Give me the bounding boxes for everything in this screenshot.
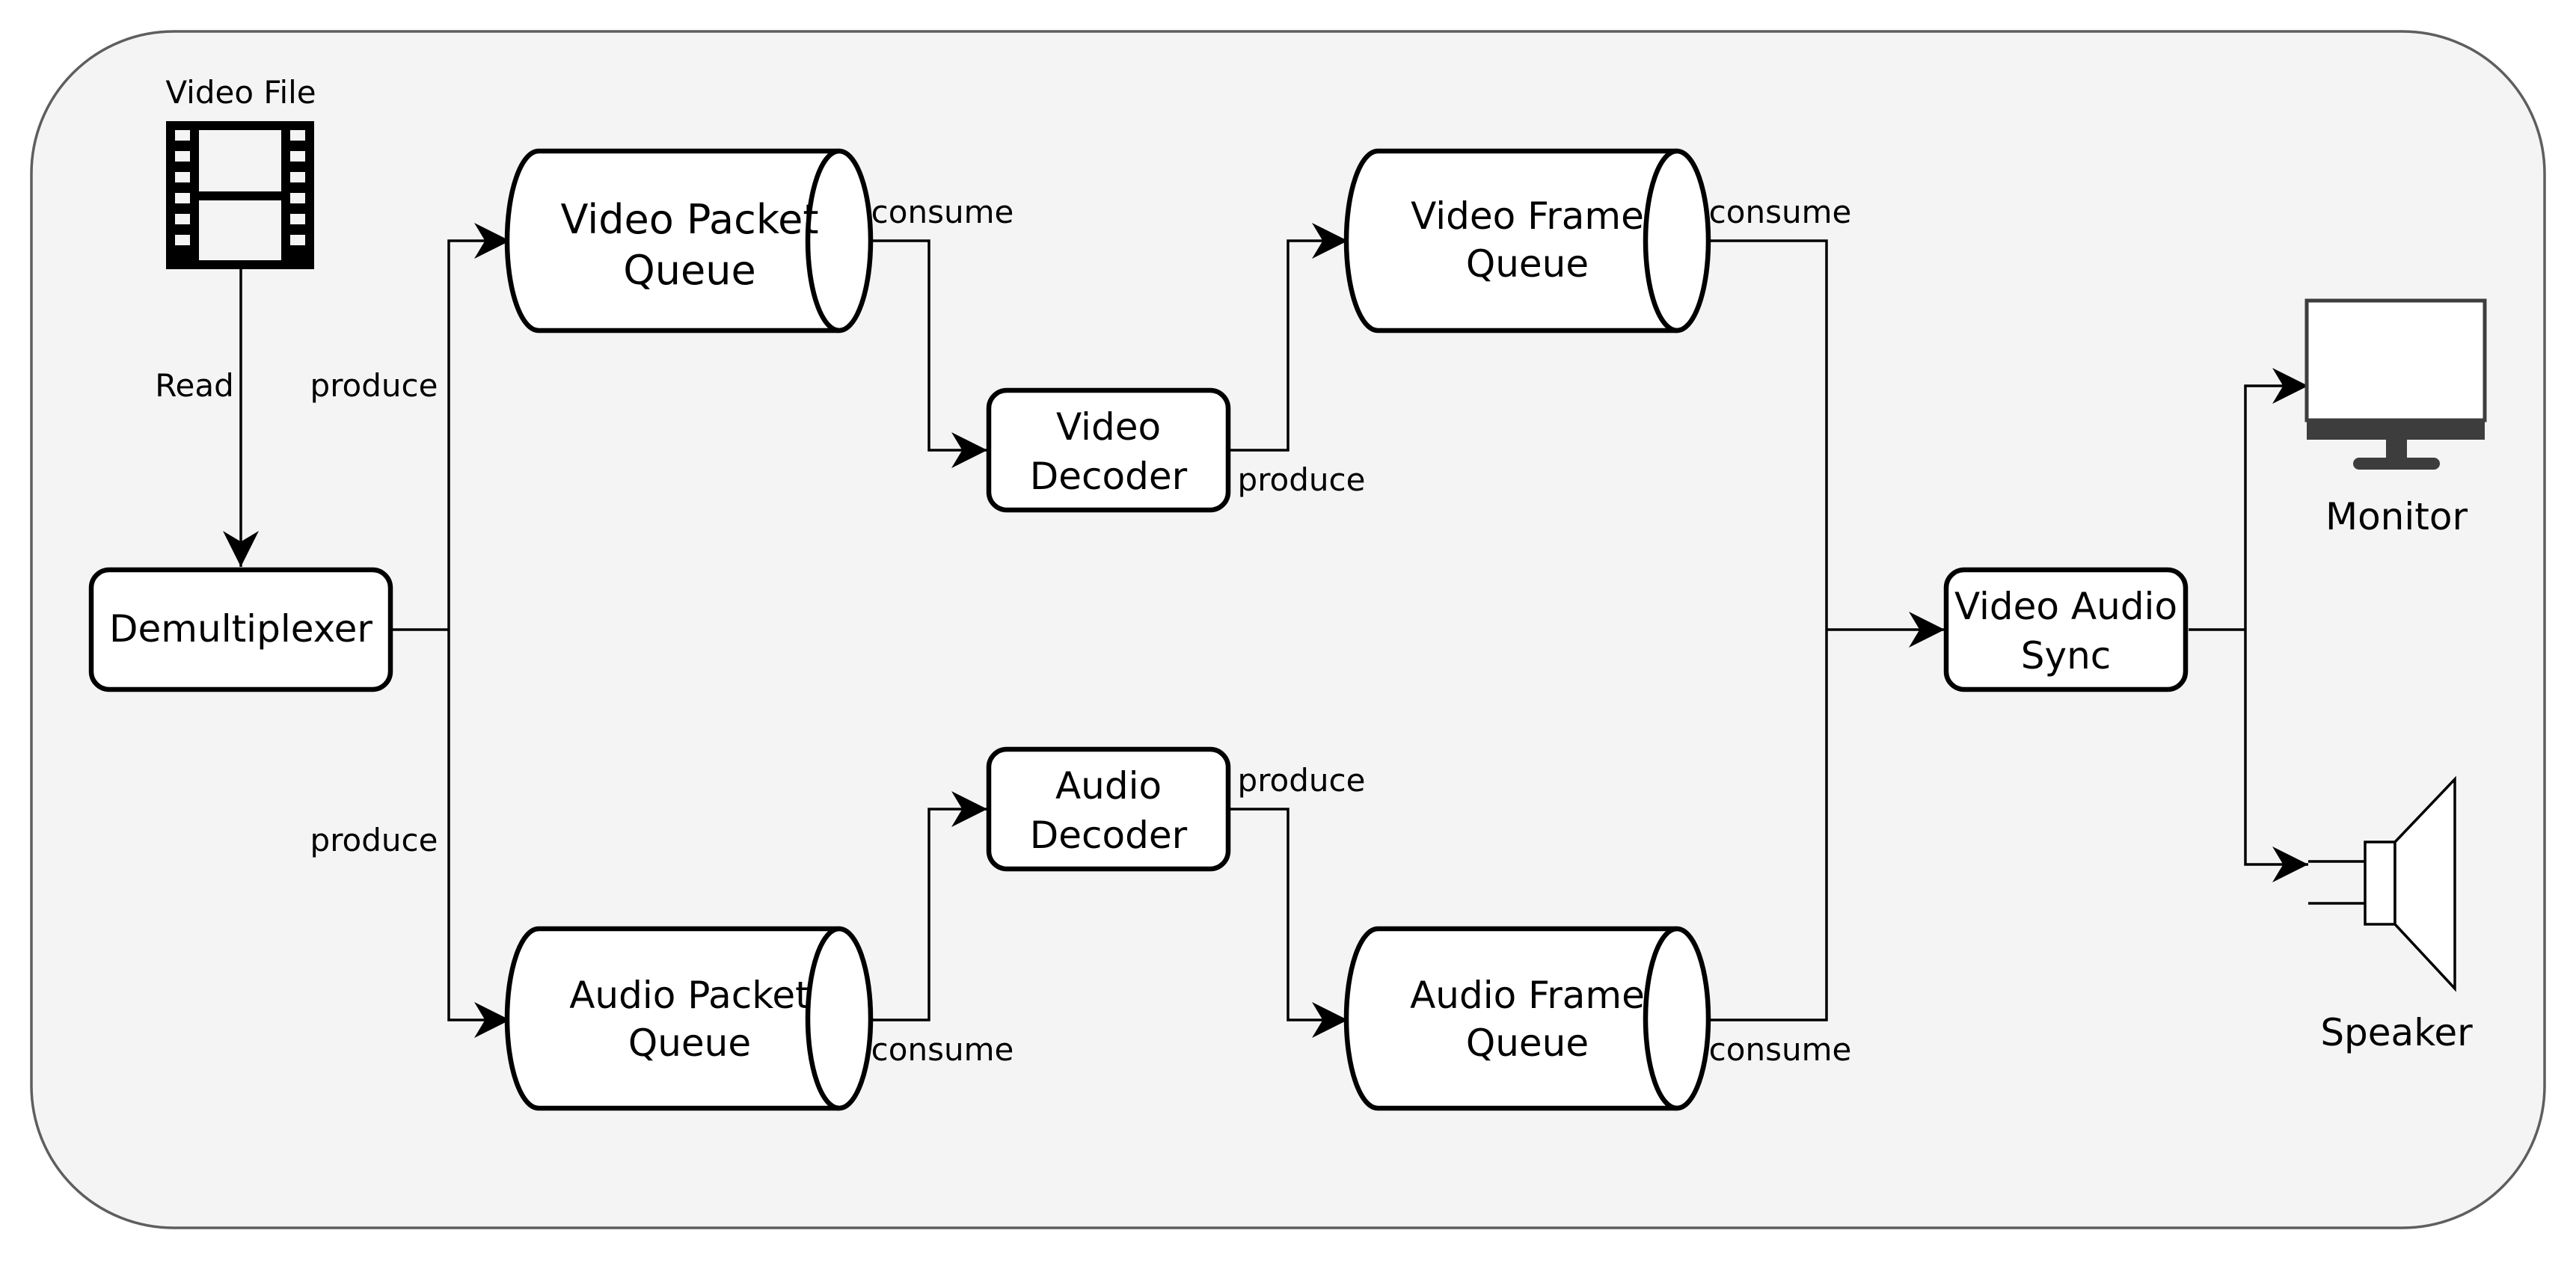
monitor-icon: [2304, 298, 2487, 470]
edge-consume-video-frame: [1708, 239, 1828, 630]
audio-decoder-label-1: Audio: [1055, 764, 1162, 808]
edge-produce-video-frame: [1228, 223, 1348, 452]
video-frame-queue-label-2: Queue: [1466, 242, 1589, 286]
demultiplexer-node: [88, 567, 393, 692]
audio-decoder-node: [986, 746, 1231, 872]
video-audio-sync-label-1: Video Audio: [1954, 585, 2177, 628]
speaker-label: Speaker: [2320, 1011, 2473, 1054]
speaker-icon: [2308, 775, 2456, 992]
video-decoder-node: [986, 387, 1231, 513]
edge-label-produce-audio-packet: produce: [310, 822, 438, 858]
edge-label-read: Read: [155, 367, 234, 404]
edge-label-consume-audio-packet: consume: [871, 1031, 1014, 1068]
monitor-label: Monitor: [2325, 495, 2468, 538]
film-strip-icon: [166, 121, 314, 269]
video-frame-queue-label-1: Video Frame: [1411, 194, 1644, 238]
video-frame-queue-node: [1343, 148, 1711, 334]
edge-consume-audio-frame: [1708, 630, 1828, 1021]
edge-label-produce-video-packet: produce: [310, 367, 438, 404]
video-decoder-label-1: Video: [1056, 405, 1161, 449]
audio-frame-queue-label-2: Queue: [1466, 1021, 1589, 1065]
edge-produce-audio-frame: [1228, 808, 1348, 1038]
edge-produce-video-packet: [447, 223, 510, 630]
edge-produce-audio-packet: [447, 630, 510, 1038]
video-decoder-label-2: Decoder: [1030, 455, 1188, 498]
edge-label-consume-video-packet: consume: [871, 194, 1014, 230]
audio-frame-queue-node: [1343, 926, 1711, 1111]
video-packet-queue-label-1: Video Packet: [560, 196, 818, 243]
edge-label-produce-audio-frame: produce: [1238, 762, 1366, 799]
video-packet-queue-label-2: Queue: [623, 247, 755, 294]
edge-label-consume-video-frame: consume: [1709, 194, 1852, 230]
edge-label-produce-video-frame: produce: [1238, 461, 1366, 498]
audio-packet-queue-label-2: Queue: [628, 1021, 751, 1065]
audio-frame-queue-label-1: Audio Frame: [1410, 974, 1645, 1017]
video-audio-sync-node: [1943, 567, 2189, 692]
audio-packet-queue-node: [504, 926, 874, 1111]
edge-to-speaker: [2244, 630, 2308, 882]
audio-decoder-label-2: Decoder: [1030, 814, 1188, 857]
demultiplexer-label: Demultiplexer: [109, 607, 372, 651]
edge-consume-video-packet: [869, 239, 987, 468]
edge-consume-audio-packet: [869, 791, 987, 1021]
video-audio-sync-label-2: Sync: [2021, 634, 2112, 677]
video-file-label: Video File: [165, 74, 316, 111]
audio-packet-queue-label-1: Audio Packet: [569, 974, 810, 1017]
video-packet-queue-node: [504, 148, 874, 334]
edge-label-consume-audio-frame: consume: [1709, 1031, 1852, 1068]
edge-to-monitor: [2244, 368, 2308, 630]
